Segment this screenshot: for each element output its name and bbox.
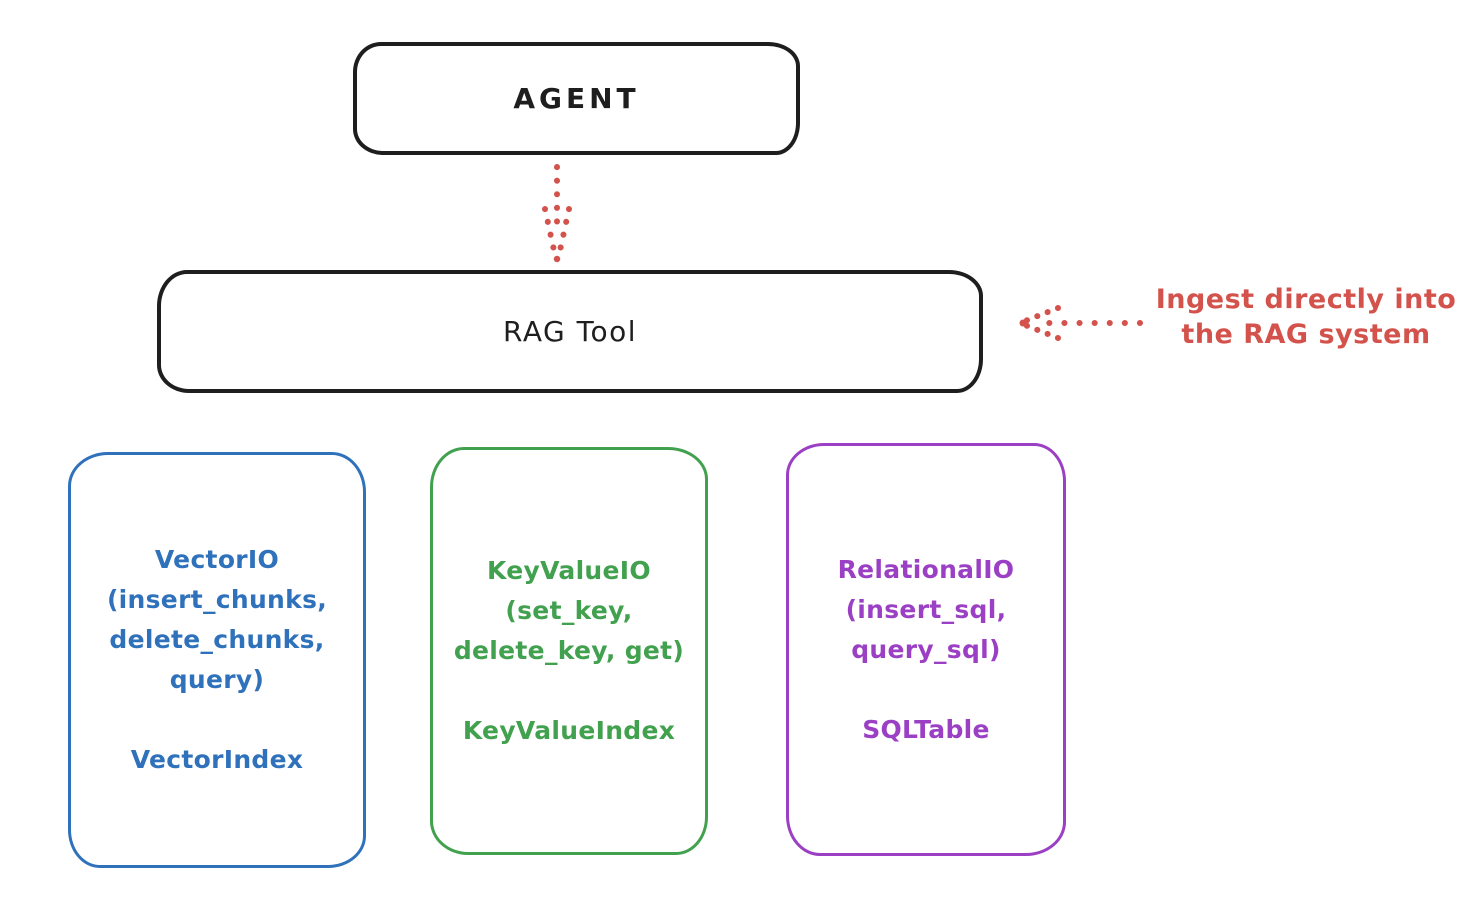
agent-label: AGENT xyxy=(513,82,640,115)
keyvalue-io-body: KeyValueIO (set_key, delete_key, get) xyxy=(453,556,685,665)
keyvalue-io-index-label: KeyValueIndex xyxy=(462,716,676,745)
ingest-annotation-line2: the RAG system xyxy=(1181,319,1431,351)
ingest-annotation: Ingest directly into the RAG system xyxy=(1138,282,1474,352)
vector-io-box: VectorIO (insert_chunks, delete_chunks, … xyxy=(68,452,366,868)
keyvalue-io-box: KeyValueIO (set_key, delete_key, get) Ke… xyxy=(430,447,708,855)
agent-box: AGENT xyxy=(353,42,800,155)
relational-io-box: RelationalIO (insert_sql, query_sql) SQL… xyxy=(786,443,1066,856)
vector-io-body: VectorIO (insert_chunks, delete_chunks, … xyxy=(106,545,328,694)
relational-io-body: RelationalIO (insert_sql, query_sql) xyxy=(837,554,1015,664)
rag-tool-box: RAG Tool xyxy=(157,270,983,393)
rag-tool-label: RAG Tool xyxy=(503,315,637,348)
agent-to-rag-arrow-icon xyxy=(542,164,572,263)
relational-io-index-label: SQLTable xyxy=(862,714,990,744)
ingest-arrow-icon xyxy=(1019,305,1143,341)
ingest-annotation-line1: Ingest directly into xyxy=(1155,284,1457,315)
vector-io-index-label: VectorIndex xyxy=(130,745,304,774)
